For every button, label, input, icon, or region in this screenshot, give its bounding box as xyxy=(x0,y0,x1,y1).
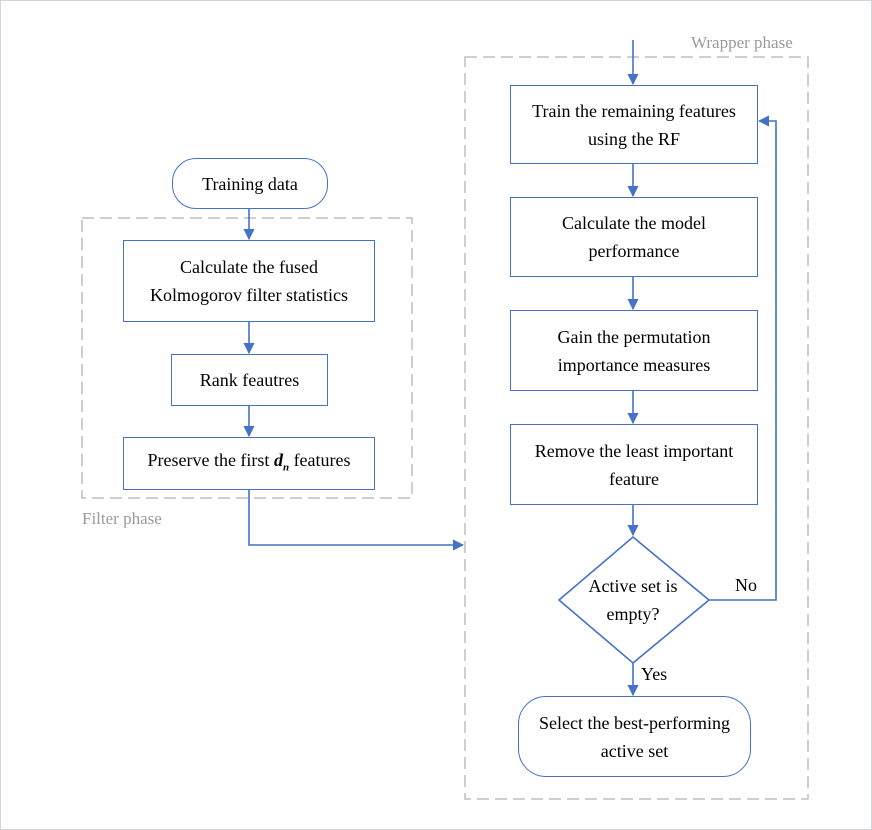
wrapper-phase-label: Wrapper phase xyxy=(691,33,793,52)
select-best-line1: Select the best-performing xyxy=(539,712,730,733)
filter-phase-label: Filter phase xyxy=(82,509,162,528)
train-rf-line2: using the RF xyxy=(587,128,680,149)
train-rf-node: Train the remaining features using the R… xyxy=(510,85,758,164)
decision-line1: Active set is xyxy=(588,576,678,596)
arrow-no-loop xyxy=(709,115,777,601)
model-performance-line2: performance xyxy=(588,241,680,261)
decision-label: Active set is empty? xyxy=(573,572,693,628)
fused-stats-line2: Kolmogorov filter statistics xyxy=(150,285,348,305)
permutation-importance-line2: importance measures xyxy=(557,354,711,375)
preserve-suffix: features xyxy=(293,449,351,470)
no-edge-label: No xyxy=(735,575,757,595)
arrow-filter-to-wrapper xyxy=(248,490,465,551)
wrapper-phase-region xyxy=(464,56,809,800)
training-data-label: Training data xyxy=(202,173,298,194)
rank-features-label: Rank feautres xyxy=(199,370,300,390)
train-rf-line1: Train the remaining features xyxy=(532,100,736,121)
permutation-importance-line1: Gain the permutation xyxy=(557,326,711,347)
training-data-node: Training data xyxy=(172,158,328,209)
filter-phase-region xyxy=(81,217,413,499)
remove-feature-line1: Remove the least important xyxy=(534,440,734,461)
preserve-features-label: Preserve the first dn features xyxy=(147,446,350,482)
preserve-features-node: Preserve the first dn features xyxy=(123,437,375,490)
preserve-prefix: Preserve the first xyxy=(147,449,270,470)
model-performance-node: Calculate the model performance xyxy=(510,197,758,277)
fused-stats-line1: Calculate the fused xyxy=(180,257,318,277)
select-best-node: Select the best-performing active set xyxy=(518,696,751,777)
preserve-variable: dn xyxy=(273,449,290,474)
fused-stats-node: Calculate the fused Kolmogorov filter st… xyxy=(123,240,375,322)
yes-edge-label: Yes xyxy=(641,664,668,684)
rank-features-node: Rank feautres xyxy=(171,354,328,406)
remove-feature-line2: feature xyxy=(609,468,659,489)
model-performance-line1: Calculate the model xyxy=(562,213,706,233)
remove-feature-node: Remove the least important feature xyxy=(510,424,758,505)
select-best-line2: active set xyxy=(600,740,669,761)
decision-line2: empty? xyxy=(606,604,660,624)
permutation-importance-node: Gain the permutation importance measures xyxy=(510,310,758,391)
